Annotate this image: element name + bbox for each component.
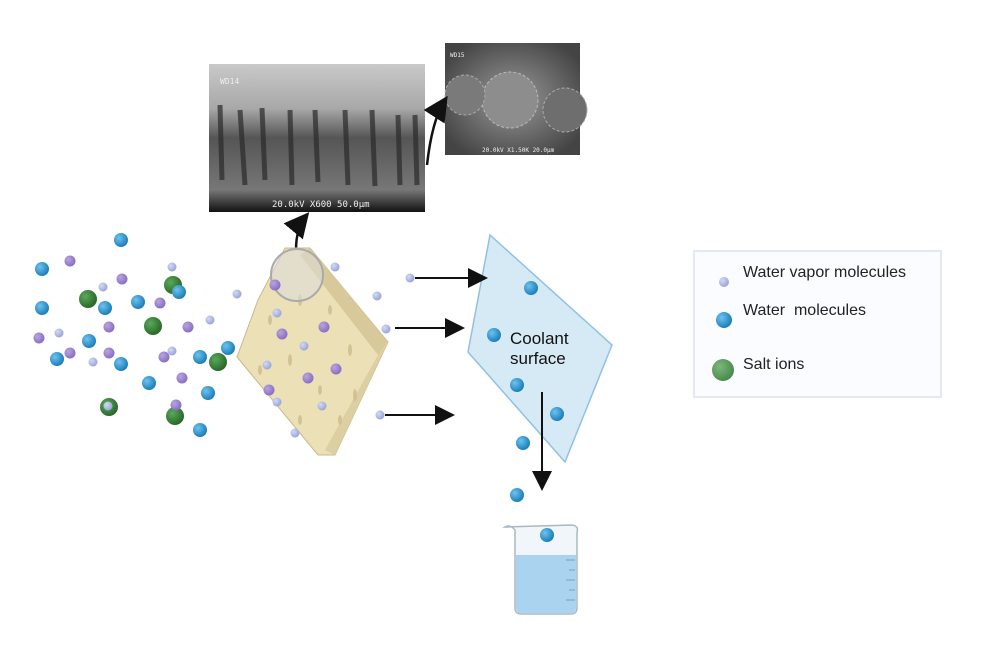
vapor-molecule [103, 401, 113, 411]
solute-molecule [103, 321, 115, 333]
solute-molecule [158, 351, 170, 363]
water-molecule [82, 334, 96, 348]
legend-item-vapor: Water vapor molecules [743, 264, 907, 281]
water-molecule [193, 423, 207, 437]
solute-molecule [64, 347, 76, 359]
water-molecule [221, 341, 235, 355]
molecules [33, 233, 564, 542]
solute-molecule [276, 328, 288, 340]
vapor-molecule [167, 262, 177, 272]
beaker-icon [502, 524, 579, 615]
vapor-molecule [317, 401, 327, 411]
salt-molecule [79, 290, 97, 308]
salt-molecule [144, 317, 162, 335]
water-molecule [131, 295, 145, 309]
water-molecule [510, 378, 524, 392]
vapor-molecule [272, 397, 282, 407]
water-molecule [540, 528, 554, 542]
solute-molecule [269, 279, 281, 291]
solute-molecule [182, 321, 194, 333]
coolant-label-line2: surface [510, 349, 566, 368]
vapor-molecule [299, 341, 309, 351]
vapor-molecule [205, 315, 215, 325]
salt-molecule [209, 353, 227, 371]
vapor-molecule [167, 346, 177, 356]
vapor-molecule [98, 282, 108, 292]
solute-molecule [170, 399, 182, 411]
solute-molecule [330, 363, 342, 375]
solute-molecule [263, 384, 275, 396]
vapor-molecule [290, 428, 300, 438]
zoom-arrow-2 [423, 95, 448, 166]
vapor-molecule [232, 289, 242, 299]
vapor-molecule [262, 360, 272, 370]
sem-label-2: WD15 [450, 52, 465, 59]
solute-molecule [302, 372, 314, 384]
water-molecule [510, 488, 524, 502]
coolant-surface: Coolant surface [467, 233, 613, 464]
sem-image-cross-section: WD14 20.0kV X600 50.0µm [209, 64, 425, 212]
sponge-membrane [236, 247, 389, 456]
sem-info-2: 20.0kV X1.50K 20.0µm [482, 147, 555, 154]
vapor-molecule [54, 328, 64, 338]
solute-molecule [33, 332, 45, 344]
legend-water-swatch [716, 312, 732, 328]
solute-molecule [103, 347, 115, 359]
vapor-molecule [405, 273, 415, 283]
vapor-molecule [88, 357, 98, 367]
vapor-molecule [272, 308, 282, 318]
sem-image-surface: WD15 20.0kV X1.50K 20.0µm [444, 43, 588, 155]
legend-item-water: Water molecules [743, 302, 866, 319]
water-molecule [487, 328, 501, 342]
legend-vapor-swatch [719, 277, 729, 287]
legend-swatches [712, 277, 734, 381]
water-molecule [50, 352, 64, 366]
water-molecule [114, 357, 128, 371]
water-molecule [193, 350, 207, 364]
vapor-molecule [375, 410, 385, 420]
legend-salt-swatch [712, 359, 734, 381]
water-molecule [524, 281, 538, 295]
water-molecule [142, 376, 156, 390]
vapor-molecule [330, 262, 340, 272]
legend-item-salt: Salt ions [743, 356, 805, 373]
zoom-arrow-1 [283, 212, 310, 251]
water-molecule [172, 285, 186, 299]
vapor-molecule [381, 324, 391, 334]
solute-molecule [176, 372, 188, 384]
solute-molecule [116, 273, 128, 285]
solute-molecule [64, 255, 76, 267]
sem-info-1: 20.0kV X600 50.0µm [272, 200, 370, 210]
magnifier-circle [270, 248, 324, 302]
sem-label-1: WD14 [220, 77, 239, 86]
water-molecule [201, 386, 215, 400]
water-molecule [516, 436, 530, 450]
water-molecule [35, 262, 49, 276]
water-molecule [98, 301, 112, 315]
coolant-label-line1: Coolant [510, 329, 569, 348]
water-molecule [550, 407, 564, 421]
vapor-molecule [372, 291, 382, 301]
solute-molecule [154, 297, 166, 309]
water-molecule [114, 233, 128, 247]
salt-molecule [166, 407, 184, 425]
legend: Water vapor molecules Water molecules Sa… [693, 250, 942, 398]
water-molecule [35, 301, 49, 315]
solute-molecule [318, 321, 330, 333]
